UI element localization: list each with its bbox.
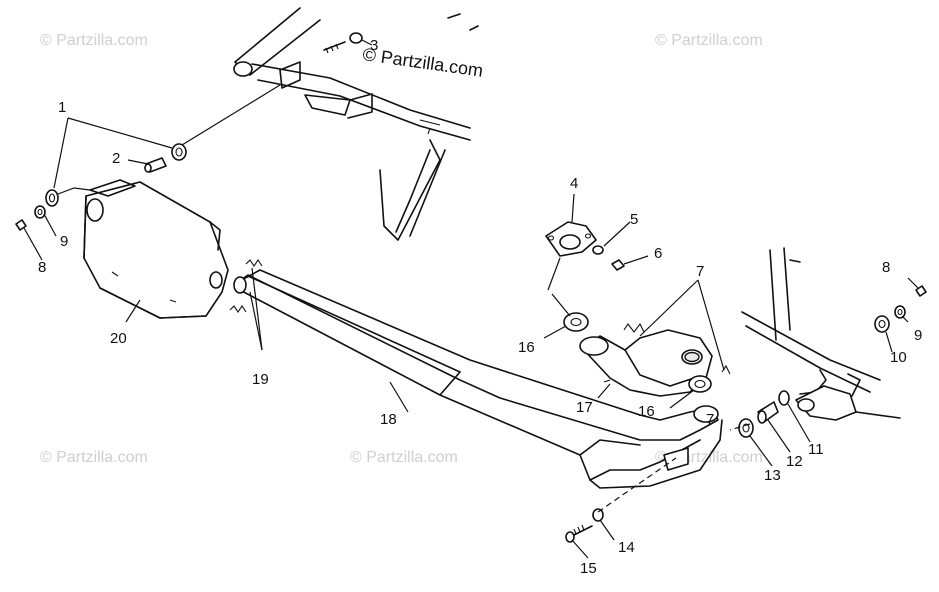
callout-3: 3 [370,37,378,54]
elbow-pipe-part-17 [579,322,731,397]
callout-8-left: 8 [38,259,46,276]
callout-6: 6 [654,245,662,262]
callout-8-right: 8 [882,259,890,276]
callout-5: 5 [630,211,638,228]
head-pipe-part-18 [233,269,723,489]
callout-4: 4 [570,175,578,192]
callout-12: 12 [786,453,803,470]
callout-15: 15 [580,560,597,577]
callout-7-upper: 7 [696,263,704,280]
grommet-part-1-upper [171,143,187,161]
grommet-part-13 [738,418,754,438]
callout-7-lower: 7 [706,411,714,428]
washer-part-14 [592,508,604,522]
callout-19: 19 [252,371,269,388]
nut-part-8-left [15,219,27,231]
nut-part-6 [611,259,625,271]
grommet-part-1-lower [45,189,59,207]
washer-part-5 [592,245,604,255]
washer-part-9-left [34,205,46,219]
watermark-main: © Partzilla.com [361,44,484,81]
callout-13: 13 [764,467,781,484]
callout-9-left: 9 [60,233,68,250]
spring-part-19 [229,259,263,313]
gasket-part-16-lower [688,375,712,393]
callout-16-right: 16 [638,403,655,420]
washer-part-9-right [894,305,906,319]
flange-part-4 [545,221,597,257]
leader-lines [23,39,919,559]
watermark-bottom-center: © Partzilla.com [350,449,458,466]
callout-9-right: 9 [914,327,922,344]
watermark-top-left: © Partzilla.com [40,32,148,49]
bolt-part-15 [565,524,593,543]
muffler-part-20 [83,179,229,319]
callout-14: 14 [618,539,635,556]
callout-11: 11 [808,441,824,458]
callout-2: 2 [112,150,120,167]
watermark-top-right: © Partzilla.com [655,32,763,49]
callout-18: 18 [380,411,397,428]
callout-10: 10 [890,349,907,366]
bolt-part-3 [323,32,363,54]
callout-1: 1 [58,99,66,116]
washer-part-11 [778,390,790,406]
callout-20: 20 [110,330,127,347]
gasket-part-16-upper [563,312,589,332]
callout-16-left: 16 [518,339,535,356]
rear-frame [741,247,901,421]
upper-frame [233,7,479,241]
nut-part-8-right [915,285,927,297]
callouts: 1 2 3 4 5 6 7 7 8 8 9 9 10 11 12 13 14 1… [38,37,922,577]
callout-17: 17 [576,399,593,416]
grommet-part-10 [874,315,890,333]
watermark-bottom-left: © Partzilla.com [40,449,148,466]
